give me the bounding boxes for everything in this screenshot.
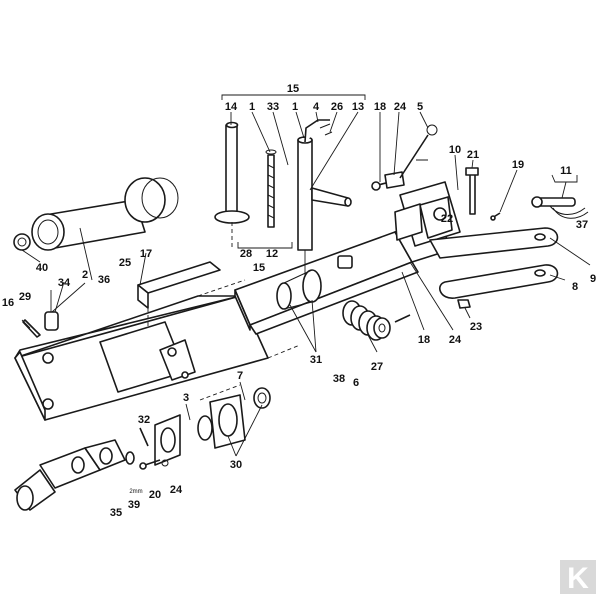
callout-10: 10 bbox=[449, 144, 461, 156]
brand-logo: K bbox=[560, 560, 596, 595]
callout-15b: 15 bbox=[253, 262, 265, 274]
callout-36: 36 bbox=[98, 274, 110, 286]
pto-shaft-guard bbox=[13, 177, 179, 251]
lower-links-8-9 bbox=[429, 227, 559, 299]
note-2mm: 2mm bbox=[129, 489, 142, 495]
callout-38: 38 bbox=[333, 373, 345, 385]
callout-40: 40 bbox=[36, 262, 48, 274]
bracket-17 bbox=[137, 261, 221, 328]
callout-8: 8 bbox=[572, 281, 578, 293]
small-fasteners bbox=[139, 427, 169, 470]
callout-11: 11 bbox=[560, 165, 572, 177]
callout-22: 22 bbox=[441, 213, 453, 225]
callout-39: 39 bbox=[128, 499, 140, 511]
callout-15a: 15 bbox=[287, 83, 299, 95]
callout-17: 17 bbox=[140, 248, 152, 260]
callout-30: 30 bbox=[230, 459, 242, 471]
leader-lines bbox=[21, 94, 591, 457]
callout-28: 28 bbox=[240, 248, 252, 260]
callout-12: 12 bbox=[266, 248, 278, 260]
callout-34: 34 bbox=[58, 277, 71, 289]
spring-washer-pin bbox=[342, 300, 411, 341]
callout-6: 6 bbox=[353, 377, 359, 389]
callout-24c: 24 bbox=[170, 484, 183, 496]
callout-1a: 1 bbox=[249, 101, 255, 113]
callout-29: 29 bbox=[19, 291, 31, 303]
upper-link-parts bbox=[371, 124, 438, 191]
callout-2: 2 bbox=[82, 269, 88, 281]
bearing-flange-group bbox=[154, 384, 271, 466]
callout-4: 4 bbox=[313, 101, 320, 113]
callout-16: 16 bbox=[2, 297, 14, 309]
callout-37: 37 bbox=[576, 219, 588, 231]
callout-31: 31 bbox=[310, 354, 322, 366]
universal-joint-35 bbox=[14, 439, 135, 511]
callout-3: 3 bbox=[183, 392, 189, 404]
callout-25: 25 bbox=[119, 257, 131, 269]
callout-20: 20 bbox=[149, 489, 161, 501]
callout-14: 14 bbox=[225, 101, 238, 113]
callout-18a: 18 bbox=[374, 101, 386, 113]
callout-32: 32 bbox=[138, 414, 150, 426]
callout-21: 21 bbox=[467, 149, 479, 161]
callout-26: 26 bbox=[331, 101, 343, 113]
nut-23 bbox=[457, 299, 471, 309]
callout-23: 23 bbox=[470, 321, 482, 333]
callout-33: 33 bbox=[267, 101, 279, 113]
lift-rod-assembly bbox=[214, 119, 352, 275]
bolt-21-screw-19 bbox=[465, 167, 501, 221]
callout-27: 27 bbox=[371, 361, 383, 373]
callout-35: 35 bbox=[110, 507, 122, 519]
callout-9: 9 bbox=[590, 273, 596, 285]
callout-24b: 24 bbox=[449, 334, 462, 346]
callout-7: 7 bbox=[237, 370, 243, 382]
callout-24a: 24 bbox=[394, 101, 407, 113]
callout-1b: 1 bbox=[292, 101, 298, 113]
callout-13: 13 bbox=[352, 101, 364, 113]
mounting-bracket-10 bbox=[394, 181, 461, 247]
callout-19: 19 bbox=[512, 159, 524, 171]
pins-2-29 bbox=[22, 290, 59, 338]
callout-18b: 18 bbox=[418, 334, 430, 346]
callout-labels: 15 14 1 33 1 4 26 13 18 24 5 10 21 19 11… bbox=[2, 83, 596, 519]
callout-5: 5 bbox=[417, 101, 423, 113]
hitch-pin-11-37 bbox=[531, 196, 589, 219]
brand-logo-letter: K bbox=[567, 562, 589, 595]
